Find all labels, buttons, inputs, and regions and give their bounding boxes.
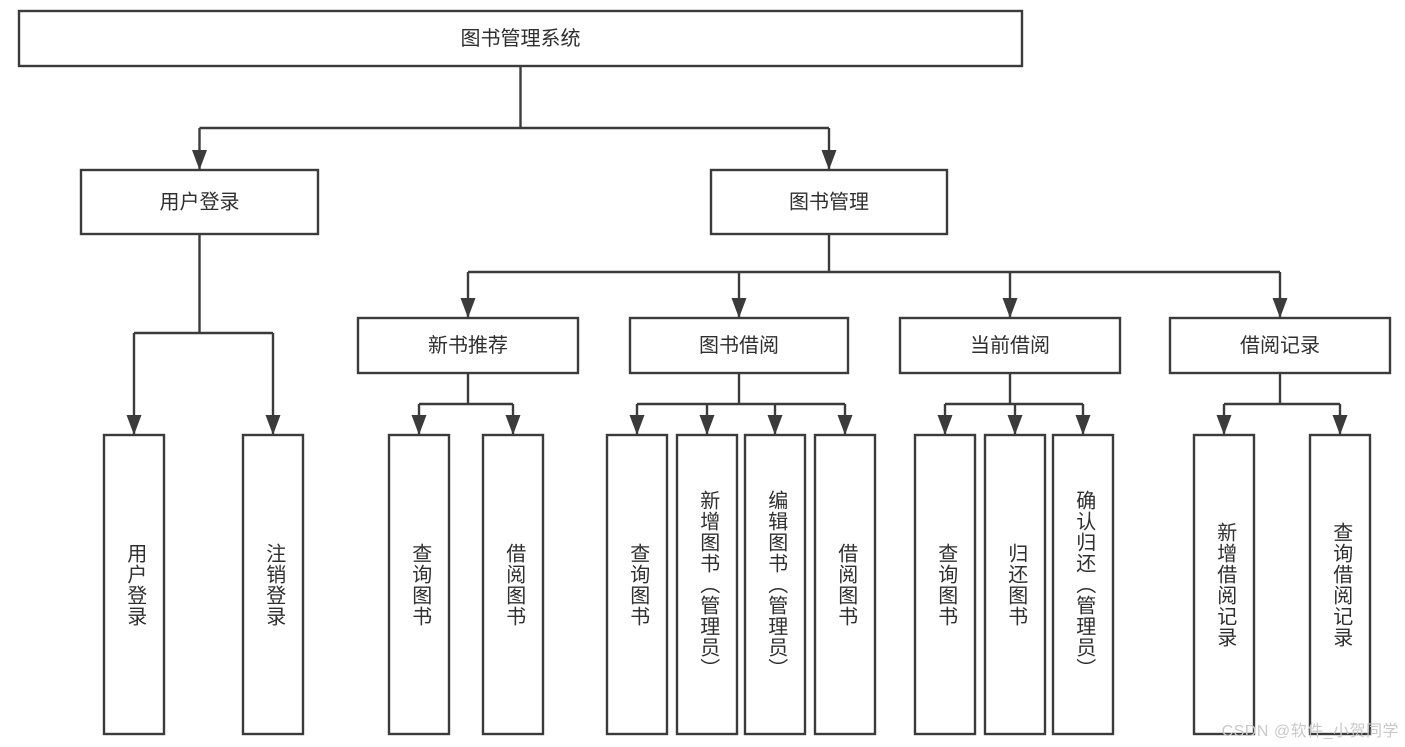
arrow-head-icon	[505, 415, 521, 435]
csdn-watermark: CSDN @软件_小贺同学	[1221, 723, 1399, 740]
arrow-head-icon	[460, 298, 476, 318]
arrow-head-icon	[265, 415, 281, 435]
node-label-new-book-recommend: 新书推荐	[428, 334, 508, 357]
arrow-head-icon	[821, 150, 837, 170]
node-box-user-login[interactable]	[79, 168, 320, 236]
node-new-book-recommend[interactable]	[356, 316, 580, 375]
arrow-head-icon	[731, 298, 747, 318]
node-label-book-borrow: 图书借阅	[699, 334, 779, 357]
arrow-head-icon	[1075, 415, 1091, 435]
node-box-new-book-recommend[interactable]	[356, 316, 580, 375]
node-leaf-add-book[interactable]	[675, 433, 739, 736]
node-box-book-manage[interactable]	[709, 168, 949, 236]
node-leaf-edit-book[interactable]	[743, 433, 807, 736]
node-box-book-borrow[interactable]	[628, 316, 850, 375]
node-book-manage[interactable]	[709, 168, 949, 236]
connector-layer	[126, 66, 1348, 435]
arrow-head-icon	[629, 415, 645, 435]
node-box-current-borrow[interactable]	[898, 316, 1122, 375]
node-leaf-query-book-1[interactable]	[387, 433, 451, 736]
arrow-head-icon	[192, 150, 207, 170]
node-box-borrow-record[interactable]	[1168, 316, 1392, 375]
arrow-head-icon	[1007, 415, 1023, 435]
node-label-borrow-record: 借阅记录	[1240, 334, 1320, 357]
node-box-leaf-query-record[interactable]	[1308, 433, 1372, 736]
node-box-leaf-user-login[interactable]	[102, 433, 166, 736]
node-leaf-user-login[interactable]	[102, 433, 166, 736]
node-leaf-return-book[interactable]	[983, 433, 1047, 736]
arrow-head-icon	[1272, 298, 1288, 318]
node-label-book-manage: 图书管理	[789, 190, 869, 213]
node-user-login[interactable]	[79, 168, 320, 236]
arrow-head-icon	[837, 415, 853, 435]
node-leaf-query-book-2[interactable]	[605, 433, 669, 736]
node-root[interactable]	[17, 9, 1024, 68]
node-box-leaf-user-logout[interactable]	[241, 433, 305, 736]
node-label-root: 图书管理系统	[461, 27, 581, 50]
arrow-head-icon	[1332, 415, 1348, 435]
arrow-head-icon	[126, 415, 142, 435]
node-label-user-login: 用户登录	[160, 190, 240, 213]
arrow-head-icon	[767, 415, 783, 435]
node-box-leaf-query-book-1[interactable]	[387, 433, 451, 736]
arrow-head-icon	[411, 415, 427, 435]
node-label-current-borrow: 当前借阅	[970, 334, 1050, 357]
node-leaf-borrow-book-1[interactable]	[481, 433, 545, 736]
node-current-borrow[interactable]	[898, 316, 1122, 375]
node-box-leaf-query-book-2[interactable]	[605, 433, 669, 736]
node-book-borrow[interactable]	[628, 316, 850, 375]
node-leaf-query-record[interactable]	[1308, 433, 1372, 736]
node-box-leaf-borrow-book-1[interactable]	[481, 433, 545, 736]
arrow-head-icon	[937, 415, 953, 435]
arrow-head-icon	[1216, 415, 1232, 435]
node-leaf-user-logout[interactable]	[241, 433, 305, 736]
arrow-head-icon	[1002, 298, 1018, 318]
node-leaf-confirm-return[interactable]	[1051, 433, 1115, 736]
node-leaf-query-book-3[interactable]	[913, 433, 977, 736]
node-box-leaf-add-book[interactable]	[675, 433, 739, 736]
node-borrow-record[interactable]	[1168, 316, 1392, 375]
node-leaf-borrow-book-2[interactable]	[813, 433, 877, 736]
node-box-leaf-return-book[interactable]	[983, 433, 1047, 736]
node-box-leaf-borrow-book-2[interactable]	[813, 433, 877, 736]
node-box-leaf-add-record[interactable]	[1192, 433, 1256, 736]
arrow-head-icon	[699, 415, 715, 435]
node-box-leaf-edit-book[interactable]	[743, 433, 807, 736]
node-leaf-add-record[interactable]	[1192, 433, 1256, 736]
node-box-leaf-confirm-return[interactable]	[1051, 433, 1115, 736]
node-box-leaf-query-book-3[interactable]	[913, 433, 977, 736]
node-box-root[interactable]	[17, 9, 1024, 68]
